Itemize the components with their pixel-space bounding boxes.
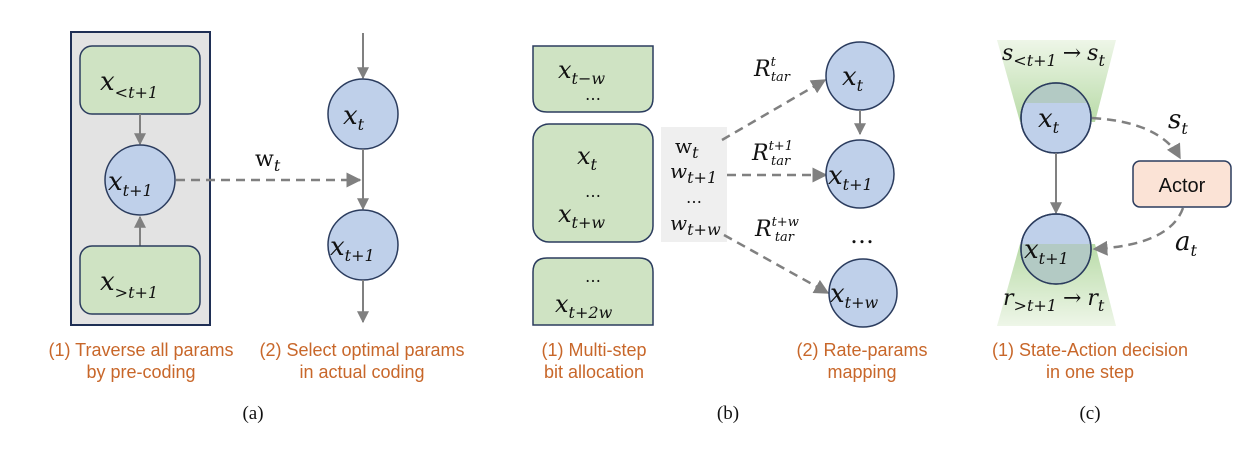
node-b-x-t+w bbox=[828, 258, 898, 328]
panel-label-a: (a) bbox=[242, 403, 263, 424]
caption-a2: (2) Select optimal params bbox=[259, 340, 464, 360]
caption-c1-line2: in one step bbox=[1046, 362, 1134, 382]
svg-text:st: st bbox=[1168, 105, 1188, 138]
caption-a2-line2: in actual coding bbox=[299, 362, 424, 382]
actor-box bbox=[1132, 160, 1232, 208]
caption-b2: (2) Rate-params bbox=[796, 340, 927, 360]
node-x-t bbox=[327, 78, 399, 150]
svg-text:…: … bbox=[585, 182, 601, 201]
panel-c: s<t+1→st xt xt+1 r>t+1→rt st Actor at (1… bbox=[992, 40, 1232, 424]
svg-text:r>t+1→rt: r>t+1→rt bbox=[1003, 286, 1105, 315]
svg-text:xt: xt bbox=[842, 62, 864, 95]
node-c-x-t+1-overlay bbox=[1021, 244, 1091, 284]
panel-b: xt−w … xt … xt+w … xt+2w wt wt+1 … wt+w … bbox=[532, 41, 928, 424]
svg-text:xt+w: xt+w bbox=[558, 200, 605, 232]
svg-text:wt: wt bbox=[675, 134, 699, 162]
dashed-arrow-rate-t+w bbox=[723, 233, 830, 295]
actor-label: Actor bbox=[1159, 175, 1206, 197]
svg-text:xt+2w: xt+2w bbox=[555, 290, 613, 322]
box-current-window bbox=[532, 123, 654, 243]
nodes-ellipsis: … bbox=[850, 221, 874, 249]
svg-text:wt+1: wt+1 bbox=[670, 159, 717, 187]
caption-a1-line2: by pre-coding bbox=[86, 362, 195, 382]
svg-text:…: … bbox=[585, 267, 601, 286]
panel-label-b: (b) bbox=[717, 403, 739, 424]
dashed-arrow-action bbox=[1092, 207, 1185, 256]
svg-text:x<t+1: x<t+1 bbox=[100, 67, 158, 102]
svg-text:x>t+1: x>t+1 bbox=[100, 267, 158, 302]
dashed-arrow-rate-t bbox=[721, 78, 827, 142]
box-past-frames bbox=[79, 45, 201, 115]
svg-text:…: … bbox=[686, 188, 702, 207]
svg-text:…: … bbox=[585, 85, 601, 104]
dashed-arrow-state bbox=[1091, 116, 1182, 160]
svg-text:xt+1: xt+1 bbox=[1024, 235, 1069, 268]
svg-text:wt+w: wt+w bbox=[670, 211, 721, 239]
box-next-window bbox=[532, 257, 654, 326]
svg-text:at: at bbox=[1175, 227, 1198, 260]
box-previous-window bbox=[532, 45, 654, 113]
svg-text:xt: xt bbox=[1038, 104, 1060, 137]
node-c-x-t-overlay bbox=[1024, 83, 1088, 103]
svg-text:xt+w: xt+w bbox=[830, 279, 879, 312]
box-future-frames bbox=[79, 245, 201, 315]
panel-label-c: (c) bbox=[1079, 403, 1100, 424]
node-c-x-t+1-outline bbox=[1020, 213, 1092, 285]
node-x-t+1-precoding bbox=[104, 144, 176, 216]
panel-a: x<t+1 xt+1 x>t+1 wt xt xt+1 (1) Traverse… bbox=[48, 31, 465, 424]
caption-a1: (1) Traverse all params bbox=[48, 340, 233, 360]
svg-text:xt−w: xt−w bbox=[558, 56, 605, 88]
weights-panel bbox=[661, 127, 727, 242]
caption-b1-line2: bit allocation bbox=[544, 362, 644, 382]
svg-text:xt+1: xt+1 bbox=[330, 232, 375, 265]
caption-b1: (1) Multi-step bbox=[541, 340, 646, 360]
svg-text:xt: xt bbox=[343, 101, 365, 134]
svg-text:xt: xt bbox=[577, 142, 598, 174]
svg-text:s<t+1→st: s<t+1→st bbox=[1002, 41, 1105, 70]
svg-text:xt+1: xt+1 bbox=[108, 167, 153, 200]
svg-text:wt: wt bbox=[255, 147, 281, 175]
svg-text:xt+1: xt+1 bbox=[828, 161, 873, 194]
caption-c1: (1) State-Action decision bbox=[992, 340, 1188, 360]
caption-b2-line2: mapping bbox=[827, 362, 896, 382]
node-b-x-t+1 bbox=[825, 139, 895, 209]
